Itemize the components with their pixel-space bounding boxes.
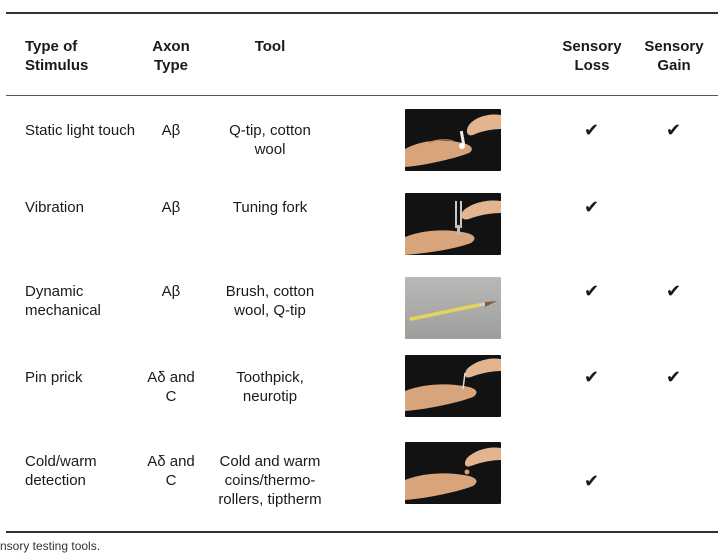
stimulus-cell: Dynamic mechanical <box>25 283 101 319</box>
sensory-gain-check: ✔ <box>666 367 682 387</box>
axon-cell: Aδ and C <box>147 369 195 405</box>
sensory-gain-check: ✔ <box>666 120 682 140</box>
axon-cell: Aβ <box>161 199 181 216</box>
header-sensory-gain: Sensory Gain <box>644 38 704 74</box>
brush-photo <box>405 277 501 339</box>
hand-pin-prick-photo <box>405 355 501 417</box>
stimulus-cell: Pin prick <box>25 369 83 386</box>
stimulus-cell: Static light touch <box>25 122 136 139</box>
tool-cell: Tuning fork <box>232 199 308 216</box>
sensory-loss-check: ✔ <box>584 197 600 217</box>
tool-cell: Q-tip, cotton wool <box>229 122 311 158</box>
axon-cell: Aβ <box>161 122 181 139</box>
hand-thermal-photo <box>405 442 501 504</box>
sensory-gain-check: ✔ <box>666 281 682 301</box>
stimulus-cell: Cold/warm detection <box>25 453 97 489</box>
sensory-loss-check: ✔ <box>584 120 600 140</box>
header-tool: Tool <box>254 38 286 55</box>
header-stimulus: Type of Stimulus <box>25 38 89 74</box>
sensory-loss-check: ✔ <box>584 281 600 301</box>
tool-cell: Toothpick, neurotip <box>236 369 304 405</box>
sensory-loss-check: ✔ <box>584 367 600 387</box>
header-axon: Axon Type <box>152 38 190 74</box>
sensory-loss-check: ✔ <box>584 471 600 491</box>
table-caption: nsory testing tools. <box>0 539 101 553</box>
table-bottom-rule <box>6 531 718 533</box>
hand-qtip-photo <box>405 109 501 171</box>
header-sensory-loss: Sensory Loss <box>562 38 622 74</box>
hand-tuning-fork-photo <box>405 193 501 255</box>
tool-cell: Brush, cotton wool, Q-tip <box>225 283 315 319</box>
stimulus-cell: Vibration <box>25 199 84 216</box>
axon-cell: Aδ and C <box>147 453 195 489</box>
tool-cell: Cold and warm coins/thermo-rollers, tipt… <box>218 453 322 508</box>
axon-cell: Aβ <box>161 283 181 300</box>
table-top-rule <box>6 12 718 14</box>
header-divider <box>6 95 718 96</box>
